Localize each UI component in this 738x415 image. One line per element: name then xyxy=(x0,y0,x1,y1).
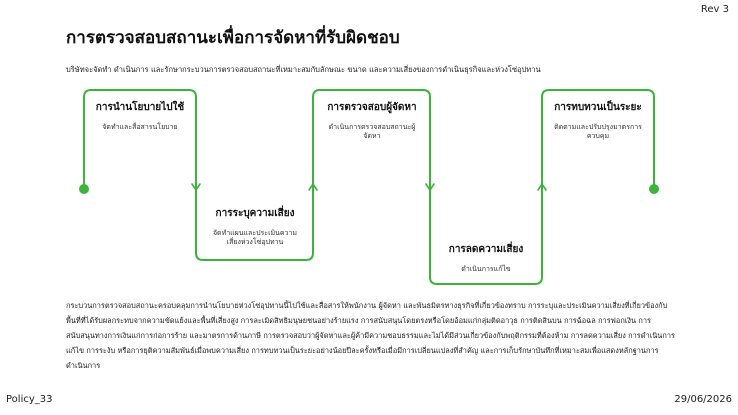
step-title: การตรวจสอบผู้จัดหา xyxy=(327,102,417,113)
step-risk-mitigation: การลดความเสี่ยง ดำเนินการแก้ไข xyxy=(436,243,536,274)
step-risk-identification: การระบุความเสี่ยง จัดทำแผนและประเมินความ… xyxy=(206,207,304,247)
step-periodic-review: การทบทวนเป็นระยะ ติดตามและปรับปรุงมาตรกา… xyxy=(550,101,646,141)
step-description: จัดทำและสื่อสารนโยบาย xyxy=(102,122,178,131)
revision-label: Rev 3 xyxy=(700,4,729,15)
step-supplier-verification: การตรวจสอบผู้จัดหา ดำเนินการตรวจสอบสถานะ… xyxy=(322,101,422,141)
step-description: ดำเนินการแก้ไข xyxy=(461,264,511,273)
flow-start-dot xyxy=(79,184,89,194)
step-description: จัดทำแผนและประเมินความเสี่ยงห่วงโซ่อุปทา… xyxy=(212,228,298,246)
page-title: การตรวจสอบสถานะเพื่อการจัดหาที่รับผิดชอบ xyxy=(66,28,400,48)
step-title: การลดความเสี่ยง xyxy=(448,244,524,255)
step-title: การระบุความเสี่ยง xyxy=(215,208,295,219)
body-paragraph: กระบวนการตรวจสอบสถานะครอบคลุมการนำนโยบาย… xyxy=(66,301,675,370)
step-description: ติดตามและปรับปรุงมาตรการควบคุม xyxy=(554,122,642,140)
chevron-down-icon xyxy=(191,183,201,191)
step-policy-implementation: การนำนโยบายไปใช้ จัดทำและสื่อสารนโยบาย xyxy=(92,101,188,132)
chevron-up-icon xyxy=(537,183,547,191)
document-date: 29/06/2026 xyxy=(674,394,732,405)
step-title: การทบทวนเป็นระยะ xyxy=(554,102,642,113)
step-description: ดำเนินการตรวจสอบสถานะผู้จัดหา xyxy=(328,122,416,140)
intro-paragraph: บริษัทจะจัดทำ ดำเนินการ และรักษากระบวนกา… xyxy=(66,65,541,74)
flow-end-dot xyxy=(649,184,659,194)
chevron-up-icon xyxy=(308,183,318,191)
step-title: การนำนโยบายไปใช้ xyxy=(95,102,185,113)
document-id: Policy_33 xyxy=(6,394,53,405)
chevron-down-icon xyxy=(425,183,435,191)
